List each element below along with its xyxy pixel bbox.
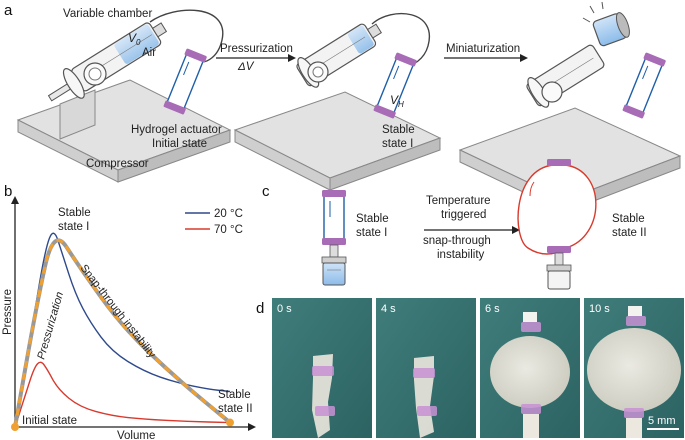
annot-stable1-line1: Stable <box>58 207 91 219</box>
legend-label-70: 70 °C <box>214 224 243 236</box>
y-axis-label: Pressure <box>2 289 14 335</box>
state-path-dashed <box>13 238 231 428</box>
c-stable2-line2: state II <box>612 227 647 239</box>
stage2-device <box>233 12 442 191</box>
stage2-state: state I <box>382 138 413 150</box>
arrow-pressurization <box>216 54 296 62</box>
air-label: Air <box>142 47 156 59</box>
panel-b-letter: b <box>4 183 12 200</box>
panel-c-small-actuator <box>321 190 347 286</box>
annot-initial: Initial state <box>22 415 77 427</box>
x-axis-arrow <box>248 423 256 431</box>
c-stable2-line1: Stable <box>612 213 645 225</box>
delta-v-label: ΔV <box>237 61 255 73</box>
stage3-device <box>458 1 682 213</box>
time-10s: 10 s <box>589 303 610 315</box>
panel-c-letter: c <box>262 183 270 200</box>
stage2-stable: Stable <box>382 124 415 136</box>
annot-pressurization: Pressurization <box>35 291 66 361</box>
photo-0s: 0 s <box>272 298 372 438</box>
compressor-label: Compressor <box>86 158 149 170</box>
c-arrow-line1: Temperature <box>426 195 491 207</box>
initial-state-label: Initial state <box>152 138 207 150</box>
time-4s: 4 s <box>381 303 396 315</box>
c-stable1-line1: Stable <box>356 213 389 225</box>
c-arrow <box>424 226 520 234</box>
vh-label: VH <box>390 93 404 109</box>
legend-label-20: 20 °C <box>214 208 243 220</box>
photo-4s: 4 s <box>376 298 476 438</box>
series-line-70c <box>14 361 231 428</box>
c-stable1-line2: state I <box>356 227 387 239</box>
annot-stable2-line2: state II <box>218 403 253 415</box>
variable-chamber-label: Variable chamber <box>63 8 152 20</box>
hydrogel-label: Hydrogel actuator <box>131 124 222 136</box>
c-arrow-line3: snap-through <box>423 235 491 247</box>
c-arrow-line2: triggered <box>441 209 486 221</box>
miniaturization-label: Miniaturization <box>446 43 520 55</box>
y-axis-arrow <box>11 196 19 204</box>
scale-label: 5 mm <box>648 415 676 427</box>
time-6s: 6 s <box>485 303 500 315</box>
legend: 20 °C 70 °C <box>185 208 243 236</box>
marker-stable2 <box>226 418 234 427</box>
panel-d-letter: d <box>256 300 264 317</box>
v0-label: V0 <box>128 31 141 47</box>
c-arrow-line4: instability <box>437 249 485 261</box>
arrow-miniaturization <box>444 54 528 62</box>
x-axis-label: Volume <box>117 430 155 440</box>
annot-snap: Snap-through instability <box>78 262 159 360</box>
annot-stable1-line2: state I <box>58 221 89 233</box>
time-0s: 0 s <box>277 303 292 315</box>
panel-a-letter: a <box>4 2 13 19</box>
photo-6s: 6 s <box>480 298 580 438</box>
annot-stable2-line1: Stable <box>218 389 251 401</box>
pressurization-label: Pressurization <box>220 43 293 55</box>
photo-10s: 10 s 5 mm <box>584 298 684 438</box>
panel-c-balloon-actuator <box>517 159 597 290</box>
stage1-device <box>16 9 232 183</box>
marker-initial <box>11 423 19 431</box>
pv-chart <box>11 196 256 431</box>
